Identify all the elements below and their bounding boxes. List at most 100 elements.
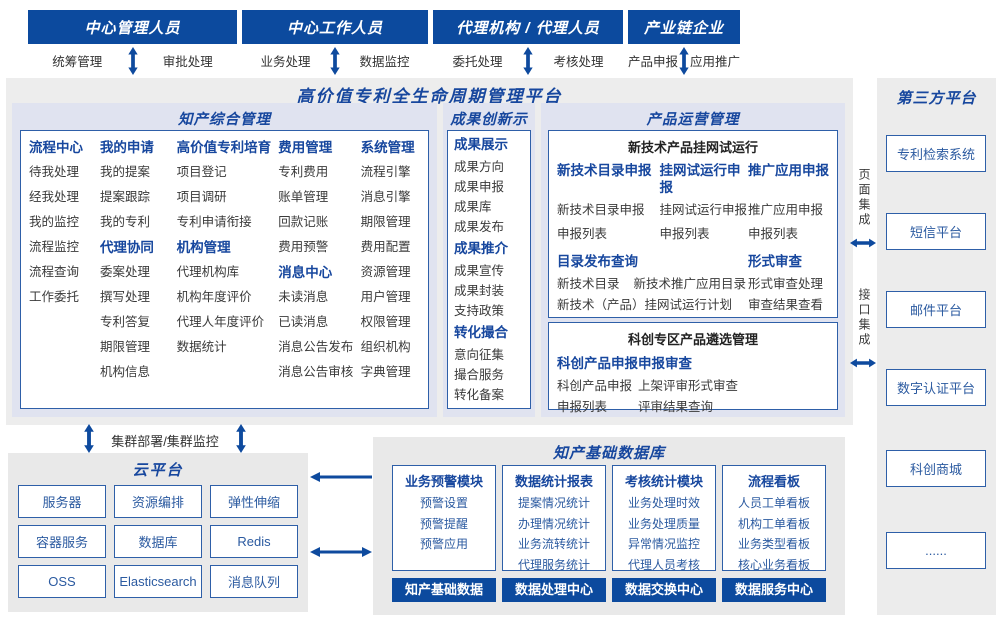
cloud-service: Redis — [210, 525, 298, 558]
platform-panel: 高价值专利全生命周期管理平台 知产综合管理 流程中心待我处理经我处理我的监控流程… — [6, 78, 853, 425]
actor-header: 中心工作人员 — [242, 10, 428, 44]
menu-item: 支持政策 — [454, 304, 505, 318]
actor-role-left: 统筹管理 — [52, 55, 103, 69]
group-header: 新技术目录申报 — [557, 163, 652, 178]
section-product-ops: 产品运营管理 新技术产品挂网试运行 新技术目录申报 新技术目录申报 申报列表 挂… — [541, 103, 845, 417]
catalog-query-group: 目录发布查询 新技术目录新技术推广应用目录 新技术（产品）挂网试运行计划 — [557, 250, 748, 316]
actor-group: 中心工作人员 业务处理 数据监控 — [242, 10, 428, 82]
menu-item: 费用配置 — [360, 240, 411, 254]
menu-item: 人员工单看板 — [737, 496, 810, 510]
trial-run-title: 新技术产品挂网试运行 — [627, 140, 758, 155]
menu-item: 费用管理 — [278, 140, 333, 155]
menu-item: 撮合服务 — [454, 368, 505, 382]
formal-review-group: 形式审查 形式审查处理 审查结果查看 — [748, 250, 829, 316]
menu-item: 数据统计 — [176, 340, 227, 354]
group-header: 目录发布查询 — [557, 254, 638, 269]
third-party-system: 邮件平台 — [886, 291, 986, 328]
group-header: 推广应用申报 — [748, 163, 829, 178]
menu-item: 成果展示 — [454, 137, 508, 152]
selection-groups: 科创产品申报 科创产品申报 申报列表 申报审查 上架评审形式审查 评审结果查询 — [549, 348, 837, 418]
group-header: 科创产品申报 — [557, 356, 638, 371]
module-card: 考核统计模块 业务处理时效 业务处理质量 异常情况监控 代理人员考核 — [612, 465, 716, 572]
menu-item: 代理人员考核 — [627, 557, 700, 572]
menu-item: 经我处理 — [29, 190, 80, 204]
menu-item: 成果宣传 — [454, 264, 505, 278]
menu-item: 异常情况监控 — [627, 537, 700, 551]
menu-item: 成果库 — [454, 200, 492, 214]
menu-item: 费用预警 — [278, 240, 329, 254]
actor-group: 中心管理人员 统筹管理 审批处理 — [28, 10, 237, 82]
menu-item: 专利申请衔接 — [176, 215, 252, 229]
horizontal-double-arrow-icon — [850, 358, 876, 368]
menu-item: 申报列表 — [659, 227, 710, 241]
data-center-badge: 知产基础数据 — [392, 578, 496, 602]
menu-item: 委案处理 — [99, 265, 150, 279]
selection-title: 科创专区产品遴选管理 — [627, 332, 758, 347]
module-header: 流程看板 — [747, 474, 800, 489]
menu-item: 用户管理 — [360, 290, 411, 304]
menu-item: 成果方向 — [454, 160, 505, 174]
actor-role-right: 应用推广 — [690, 55, 741, 69]
module-header: 考核统计模块 — [624, 474, 703, 489]
menu-item: 预警设置 — [419, 496, 468, 510]
selection-box: 科创专区产品遴选管理 科创产品申报 科创产品申报 申报列表 申报审查 上架评审形… — [548, 322, 838, 414]
actor-header: 中心管理人员 — [28, 10, 237, 44]
vertical-double-arrow-icon — [330, 47, 340, 75]
menu-item: 消息公告发布 — [278, 340, 354, 354]
menu-item: 我的提案 — [99, 165, 150, 179]
menu-item: 机构信息 — [99, 365, 150, 379]
ip-column-application: 我的申请我的提案提案跟踪我的专利代理协同委案处理撰写处理专利答复期限管理机构信息 — [100, 135, 177, 408]
menu-item: 业务类型看板 — [737, 537, 810, 551]
section-title: 产品运营管理 — [646, 112, 740, 128]
menu-item: 工作委托 — [29, 290, 80, 304]
menu-item: 已读消息 — [278, 315, 329, 329]
menu-item: 项目调研 — [176, 190, 227, 204]
actor-group: 代理机构 / 代理人员 委托处理 考核处理 — [433, 10, 623, 82]
actor-role-right: 考核处理 — [553, 55, 604, 69]
menu-item: 上架评审形式审查 — [638, 379, 739, 393]
menu-item: 转化备案 — [454, 388, 505, 402]
group-header: 挂网试运行申报 — [659, 163, 741, 195]
menu-item: 成果推介 — [454, 241, 508, 256]
menu-item: 成果封装 — [454, 284, 505, 298]
menu-item: 转化撮合 — [454, 325, 508, 340]
cloud-service: 弹性伸缩 — [210, 485, 298, 518]
actor-role-right: 数据监控 — [359, 55, 410, 69]
actor-role-right: 审批处理 — [162, 55, 213, 69]
menu-item: 期限管理 — [99, 340, 150, 354]
horizontal-double-arrow-icon — [850, 238, 876, 248]
menu-item: 流程引擎 — [360, 165, 411, 179]
menu-item: 新技术目录 — [557, 277, 620, 291]
menu-item: 业务处理时效 — [627, 496, 700, 510]
menu-item: 新技术目录申报 — [557, 203, 645, 217]
menu-item: 办理情况统计 — [517, 516, 590, 531]
database-module: 考核统计模块 业务处理时效 业务处理质量 异常情况监控 代理人员考核 数据交换中… — [612, 465, 716, 602]
menu-item: 待我处理 — [29, 165, 80, 179]
menu-item: 申报列表 — [748, 227, 799, 241]
third-party-title: 第三方平台 — [896, 90, 977, 107]
database-module: 业务预警模块 预警设置 预警提醒 预警应用 知产基础数据 — [392, 465, 496, 602]
menu-item: 业务处理质量 — [627, 516, 700, 531]
cluster-label: 集群部署/集群监控 — [111, 434, 219, 449]
menu-item: 提案跟踪 — [99, 190, 150, 204]
actor-role-left: 委托处理 — [452, 55, 503, 69]
menu-item: 代理服务统计 — [517, 557, 590, 572]
ip-database-title: 知产基础数据库 — [552, 445, 665, 462]
actor-roles: 业务处理 数据监控 — [242, 44, 428, 82]
menu-item: 形式审查处理 — [747, 277, 823, 291]
menu-item: 意向征集 — [454, 348, 505, 362]
ip-column-cultivation: 高价值专利培育项目登记项目调研专利申请衔接机构管理代理机构库机构年度评价代理人年… — [177, 135, 279, 408]
ops-group: 挂网试运行申报 挂网试运行申报 申报列表 — [659, 162, 748, 246]
menu-item: 权限管理 — [360, 315, 411, 329]
menu-item: 成果发布 — [454, 220, 505, 234]
menu-item: 审查结果查看 — [747, 298, 823, 312]
menu-item: 代理协同 — [99, 240, 154, 255]
menu-item: 业务流转统计 — [517, 537, 590, 551]
menu-item: 机构年度评价 — [176, 290, 252, 304]
menu-item: 流程查询 — [29, 265, 80, 279]
menu-item: 机构工单看板 — [737, 516, 810, 531]
menu-item: 专利答复 — [99, 315, 150, 329]
menu-item: 未读消息 — [278, 290, 329, 304]
page-integration-label: 页面集成 — [857, 168, 871, 228]
